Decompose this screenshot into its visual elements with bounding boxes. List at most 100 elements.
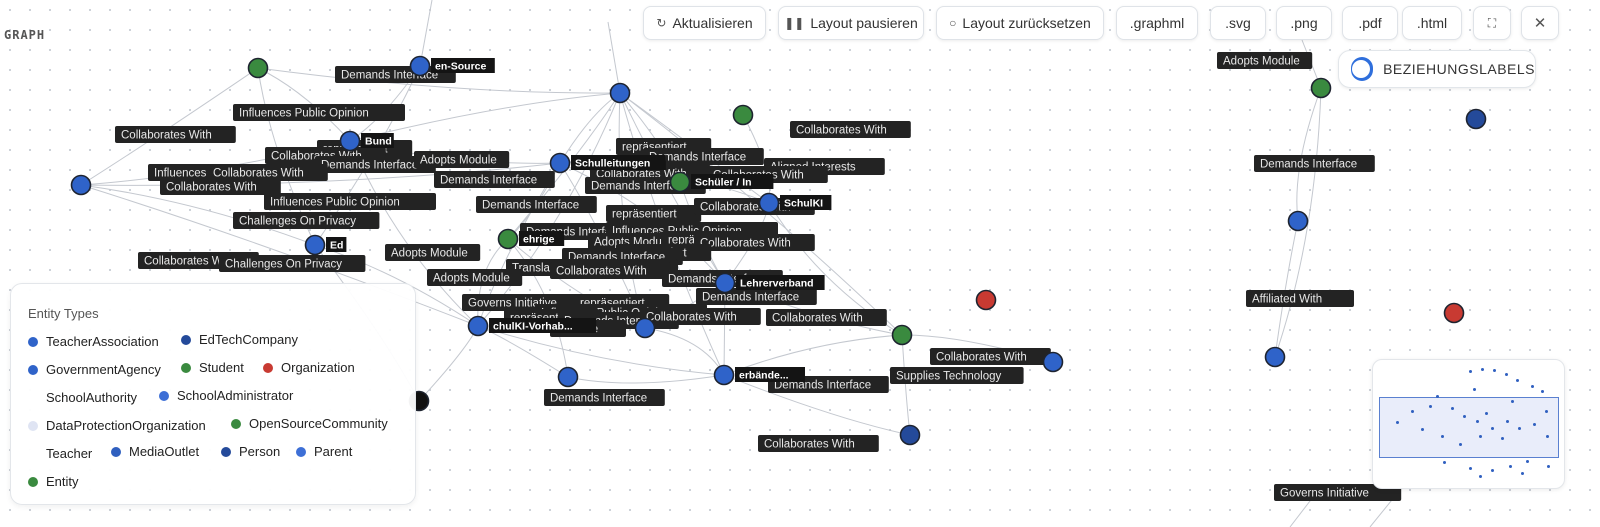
- export-svg-button[interactable]: .svg: [1210, 6, 1266, 40]
- graph-node[interactable]: [891, 324, 913, 346]
- edge-label-text: Adopts Module: [391, 248, 468, 260]
- pause-layout-button[interactable]: ❚❚ Layout pausieren: [778, 6, 924, 40]
- graph-node[interactable]: [732, 104, 754, 126]
- graph-node-circle[interactable]: [899, 424, 921, 446]
- graph-node-circle[interactable]: [549, 152, 571, 174]
- minimap-node-dot: [1501, 437, 1504, 440]
- graph-edge: [257, 67, 621, 94]
- legend-color-dot: [28, 420, 38, 431]
- graph-node[interactable]: Bund: [339, 130, 394, 152]
- legend-item: Organization: [263, 360, 355, 375]
- graph-node[interactable]: Lehrerverband: [714, 272, 825, 294]
- minimap-node-dot: [1493, 369, 1496, 372]
- graph-node-circle[interactable]: [409, 55, 431, 77]
- graph-node[interactable]: [1264, 346, 1286, 368]
- graph-edge: [1274, 220, 1299, 358]
- graph-node-circle[interactable]: [1443, 302, 1465, 324]
- graph-node[interactable]: chulKI-Vorhab...: [467, 315, 597, 337]
- graph-node[interactable]: [609, 82, 631, 104]
- graph-node-circle[interactable]: [891, 324, 913, 346]
- graph-node[interactable]: erbände...: [713, 364, 806, 386]
- refresh-button[interactable]: ↻ Aktualisieren: [643, 6, 766, 40]
- edge-label: Demands Interface: [696, 288, 817, 305]
- graph-node-circle[interactable]: [975, 289, 997, 311]
- graph-node-circle[interactable]: [1310, 77, 1332, 99]
- export-png-button[interactable]: .png: [1276, 6, 1332, 40]
- minimap-node-dot: [1459, 443, 1462, 446]
- graph-node-circle[interactable]: [1465, 108, 1487, 130]
- graph-node[interactable]: en-Source: [409, 55, 495, 77]
- edge-label-text: Demands Interface: [440, 175, 537, 187]
- edge-label: Collaborates With: [790, 121, 911, 138]
- graph-node[interactable]: [1042, 351, 1064, 373]
- graph-node-circle[interactable]: [557, 366, 579, 388]
- pause-icon: ❚❚: [784, 16, 805, 30]
- graph-node[interactable]: [1465, 108, 1487, 130]
- graph-edge: [257, 67, 351, 142]
- edge-label: Adopts Module: [414, 151, 510, 168]
- graph-node-circle[interactable]: [1287, 210, 1309, 232]
- minimap-viewport[interactable]: [1379, 397, 1559, 458]
- legend-item: SchoolAuthority: [28, 390, 137, 405]
- graph-node-circle[interactable]: [1264, 346, 1286, 368]
- minimap-node-dot: [1451, 407, 1454, 410]
- graph-node-circle[interactable]: [497, 228, 519, 250]
- edge-label-background: [790, 121, 911, 138]
- graph-node[interactable]: [1443, 302, 1465, 324]
- legend-color-dot: [28, 448, 38, 459]
- reset-layout-button[interactable]: ○ Layout zurücksetzen: [936, 6, 1104, 40]
- graph-node-circle[interactable]: [467, 315, 489, 337]
- graph-node-circle[interactable]: [247, 57, 269, 79]
- edge-label: Collaborates With: [758, 435, 879, 452]
- minimap-node-dot: [1469, 370, 1472, 373]
- legend-color-dot: [111, 446, 121, 457]
- edge-label: Adopts Module: [427, 269, 523, 286]
- export-pdf-button[interactable]: .pdf: [1342, 6, 1398, 40]
- toggle-switch[interactable]: [1351, 57, 1374, 81]
- graph-node-circle[interactable]: [634, 317, 656, 339]
- graph-edge: [80, 184, 479, 327]
- export-html-button[interactable]: .html: [1402, 6, 1462, 40]
- graph-node[interactable]: [1287, 210, 1309, 232]
- graph-node-circle[interactable]: [669, 171, 691, 193]
- legend-item-label: EdTechCompany: [199, 332, 298, 347]
- graph-node[interactable]: Schüler / In: [669, 171, 774, 193]
- relationship-labels-toggle[interactable]: BEZIEHUNGSLABELS: [1338, 50, 1536, 88]
- graph-node[interactable]: Ed: [304, 234, 347, 256]
- graph-node[interactable]: ehrige: [497, 228, 565, 250]
- edge-label-background: [434, 171, 555, 188]
- graph-node[interactable]: [975, 289, 997, 311]
- legend-item-label: Organization: [281, 360, 355, 375]
- graph-node-circle[interactable]: [339, 130, 361, 152]
- minimap-node-dot: [1531, 385, 1534, 388]
- graph-node[interactable]: [557, 366, 579, 388]
- graph-node[interactable]: SchulKI: [758, 192, 832, 214]
- graph-node[interactable]: [247, 57, 269, 79]
- legend-item-label: TeacherAssociation: [46, 334, 159, 349]
- graph-node[interactable]: Schulleitungen: [549, 152, 666, 174]
- graph-node[interactable]: [70, 174, 92, 196]
- minimap[interactable]: [1372, 359, 1565, 489]
- graph-node-circle[interactable]: [732, 104, 754, 126]
- graph-edge: [418, 325, 479, 402]
- edge-label: repräsentiert: [606, 205, 702, 222]
- legend-item: DataProtectionOrganization: [28, 418, 206, 433]
- edge-label-background: [930, 348, 1051, 365]
- graph-node-circle[interactable]: [1042, 351, 1064, 373]
- close-button[interactable]: ✕: [1521, 6, 1559, 40]
- graph-node-circle[interactable]: [714, 272, 736, 294]
- edge-label-text: Collaborates With: [121, 130, 212, 142]
- graph-node-circle[interactable]: [304, 234, 326, 256]
- fullscreen-button[interactable]: ⛶: [1473, 6, 1511, 40]
- graph-node-circle[interactable]: [758, 192, 780, 214]
- graph-node-circle[interactable]: [713, 364, 735, 386]
- graph-node[interactable]: [899, 424, 921, 446]
- graph-node[interactable]: [1310, 77, 1332, 99]
- graph-node-circle[interactable]: [609, 82, 631, 104]
- graph-node-circle[interactable]: [70, 174, 92, 196]
- edge-label-background: [233, 212, 380, 229]
- export-graphml-button[interactable]: .graphml: [1116, 6, 1198, 40]
- graph-node[interactable]: [634, 317, 656, 339]
